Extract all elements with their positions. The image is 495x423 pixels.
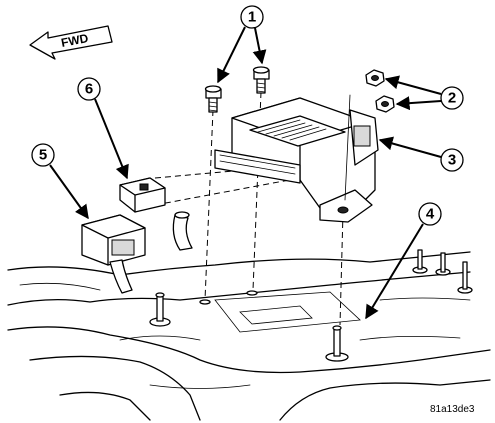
mounting-studs [149,249,473,362]
stud [149,292,171,327]
harness-connector-small [119,177,166,213]
svg-text:2: 2 [448,90,456,107]
bolt [252,66,270,94]
bolt-hole [199,299,211,305]
svg-text:4: 4 [426,206,435,223]
callout-4: 4 [365,202,442,320]
nut [375,95,395,113]
stud [435,252,451,276]
airbag-control-module [214,94,379,223]
svg-text:3: 3 [448,152,456,169]
callout-3: 3 [378,136,464,172]
callout-2: 2 [384,75,464,111]
svg-text:6: 6 [85,81,93,98]
nuts [365,69,395,113]
svg-text:5: 5 [39,147,47,164]
bolt-hole [246,290,258,296]
forward-direction-indicator: FWD [29,25,113,60]
fwd-label: FWD [60,31,90,50]
callout-5: 5 [31,143,89,220]
svg-text:1: 1 [248,9,256,26]
callout-6: 6 [77,77,129,180]
stud [457,261,473,294]
callout-1: 1 [217,5,267,84]
harness-connector-main [81,211,193,294]
floor-pan [7,251,491,421]
stud [412,249,428,274]
figure-code: 81a13de3 [430,404,475,415]
bolt [204,85,222,113]
mounting-bolts [204,66,270,113]
stud [325,325,349,362]
nut [365,69,385,87]
